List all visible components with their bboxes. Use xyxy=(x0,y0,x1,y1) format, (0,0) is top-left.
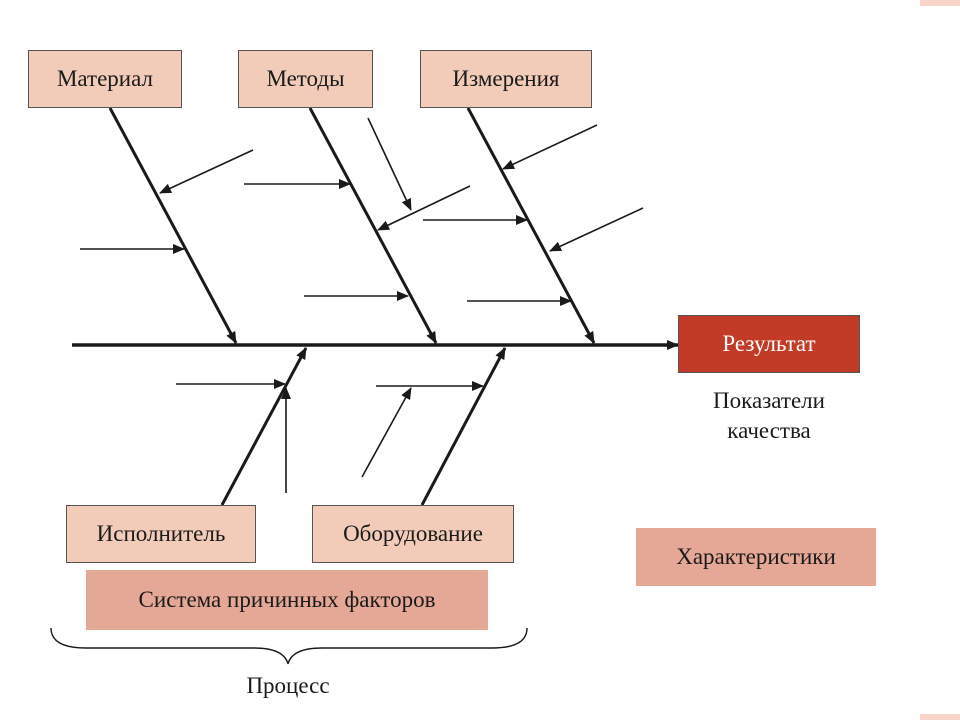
rib-executor xyxy=(220,347,308,506)
quality-indicators-caption: Показатели качества xyxy=(680,386,858,446)
cause-box-measurement: Измерения xyxy=(420,50,592,108)
cause-box-executor: Исполнитель xyxy=(66,505,256,563)
caption-line-1: Показатели xyxy=(713,388,825,413)
subcause-arrow xyxy=(367,117,412,211)
corner-decoration-bottom-right xyxy=(920,714,960,720)
subcause-arrow xyxy=(361,387,412,478)
subcause-arrow xyxy=(502,124,598,170)
rib-methods xyxy=(308,107,438,344)
cause-box-methods: Методы xyxy=(238,50,373,108)
corner-decoration-top-right xyxy=(920,0,960,6)
subcause-arrow xyxy=(377,185,471,231)
rib-equipment xyxy=(420,347,507,506)
cause-box-equipment: Оборудование xyxy=(312,505,514,563)
rib-measurement xyxy=(466,107,596,344)
cause-box-material: Материал xyxy=(28,50,182,108)
characteristics-box: Характеристики xyxy=(636,528,876,586)
causal-factors-system-box: Система причинных факторов xyxy=(86,570,488,630)
result-box: Результат xyxy=(678,315,860,373)
caption-line-2: качества xyxy=(727,418,811,443)
process-brace xyxy=(50,627,528,665)
rib-material xyxy=(108,107,238,344)
subcause-arrow xyxy=(159,149,254,194)
subcause-arrow xyxy=(549,207,644,252)
process-label: Процесс xyxy=(246,673,330,698)
